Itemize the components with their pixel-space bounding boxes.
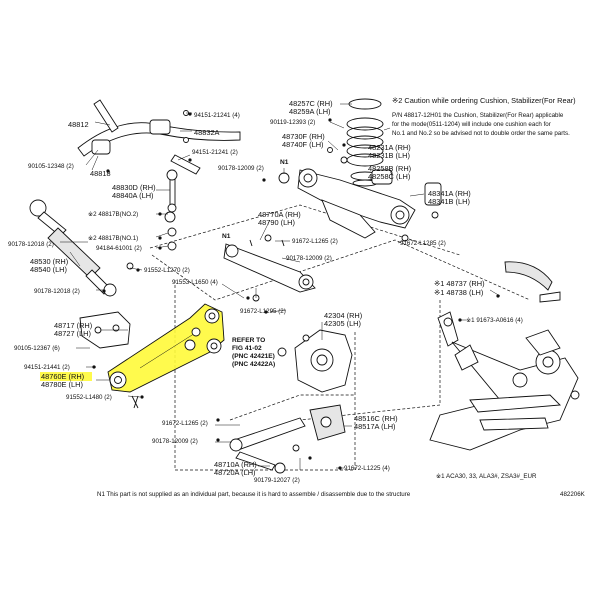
caution-note: ※2 Caution while ordering Cushion, Stabi… <box>392 96 576 137</box>
label-refer-2: FIG 41-02 <box>232 345 262 352</box>
label-48341a: 48341A (RH) <box>428 189 471 198</box>
label-48780e: 48780E (LH) <box>41 380 83 389</box>
part-labels: 48812 94151-21241 (4) 48832A 94151-21241… <box>8 99 537 484</box>
label-48840a: 48840A (LH) <box>112 191 154 200</box>
label-90105-12367: 90105-12367 (6) <box>14 345 60 352</box>
label-48760e: 48760E (RH) <box>41 372 84 381</box>
label-91672-l1265-b: 91672-L1265 (2) <box>162 420 208 427</box>
upper-arm-48730f <box>278 147 416 239</box>
label-48737: ※1 48737 (RH) <box>434 279 485 288</box>
fasteners <box>92 112 500 470</box>
label-48720a: 48720A (LH) <box>214 468 256 477</box>
caution-line-3: No.1 and No.2 so be advised not to doubl… <box>392 130 570 137</box>
label-48341b: 48341B (LH) <box>428 197 470 206</box>
label-91672-l1265-a: 91672-L1265 (2) <box>292 238 338 245</box>
lower-control-arm-48760e <box>107 303 225 409</box>
label-48817b-no1: ※2 48817B(NO.1) <box>88 235 138 242</box>
label-90178-12009-a: 90178-12009 (2) <box>218 165 264 172</box>
label-91672-l1225: 91672-L1225 (4) <box>344 465 390 472</box>
label-91552-l1270: 91552-L1270 (2) <box>144 267 190 274</box>
label-refer-3: (PNC 42421E) <box>232 353 275 360</box>
label-48727: 48727 (LH) <box>54 329 91 338</box>
label-90105-12348: 90105-12348 (2) <box>28 163 74 170</box>
label-n1-b: N1 <box>222 233 231 240</box>
rear-assembly-overview <box>429 311 580 451</box>
label-91673-a0616: ※1 91673-A0616 (4) <box>466 317 523 324</box>
bushings-48258 <box>371 169 442 242</box>
label-90178-12009-b: 90178-12009 (2) <box>286 255 332 262</box>
label-94151-21441: 94151-21441 (2) <box>24 364 70 371</box>
assembly-frames <box>149 204 531 471</box>
label-48258c: 48258C (LH) <box>368 172 410 181</box>
shock-absorber <box>29 199 134 297</box>
label-48740f: 48740F (LH) <box>282 140 324 149</box>
label-94151-21241-2: 94151-21241 (2) <box>192 149 238 156</box>
label-90178-12018-b: 90178-12018 (2) <box>34 288 80 295</box>
label-48730f: 48730F (RH) <box>282 132 325 141</box>
label-48830d: 48830D (RH) <box>112 183 156 192</box>
label-48832a: 48832A <box>194 128 220 137</box>
label-48812: 48812 <box>68 120 89 129</box>
footer: N1 This part is not supplied as an indiv… <box>97 491 586 498</box>
label-48540: 48540 (LH) <box>30 265 67 274</box>
caution-title: ※2 Caution while ordering Cushion, Stabi… <box>392 96 576 105</box>
label-refer-1: REFER TO <box>232 337 265 344</box>
label-48231b: 48231B (LH) <box>368 151 410 160</box>
label-91672-l1295: 91672-L1295 (2) <box>240 308 286 315</box>
label-48790: 48790 (LH) <box>258 218 295 227</box>
caution-line-1: P/N 48817-12H01 the Cushion, Stabilizer(… <box>392 112 564 119</box>
label-48717: 48717 (RH) <box>54 321 92 330</box>
label-90179-12027: 90179-12027 (2) <box>254 477 300 484</box>
caution-line-2: for the mode(0511-1204) will include one… <box>392 121 551 128</box>
label-42304: 42304 (RH) <box>324 311 362 320</box>
stabilizer-bar <box>77 99 241 175</box>
highlight-48760e <box>40 372 92 381</box>
label-91672-l1285: 91672-L1285 (2) <box>400 240 446 247</box>
label-48259a: 48259A (LH) <box>289 107 331 116</box>
footer-note: N1 This part is not supplied as an indiv… <box>97 491 411 498</box>
label-48817b-no2: ※2 48817B(NO.2) <box>88 211 138 218</box>
label-94151-21241-4: 94151-21241 (4) <box>194 112 240 119</box>
label-refer-4: (PNC 42422A) <box>232 361 275 368</box>
label-n1-a: N1 <box>280 159 289 166</box>
adjust-arm-48710a <box>229 417 306 474</box>
label-48818: 48818 <box>90 169 111 178</box>
label-48530: 48530 (RH) <box>30 257 68 266</box>
label-model-note: ※1 ACA30, 33, ALA3#, ZSA3#_EUR <box>436 473 537 480</box>
label-48738: ※1 48738 (LH) <box>434 288 483 297</box>
mudguard-48737 <box>504 261 561 303</box>
label-48710a: 48710A (RH) <box>214 460 257 469</box>
label-90178-12009-c: 90178-12009 (2) <box>152 438 198 445</box>
label-48257c: 48257C (RH) <box>289 99 333 108</box>
label-91553-l1650: 91553-L1650 (4) <box>172 279 218 286</box>
label-48517a: 48517A (LH) <box>354 422 396 431</box>
label-90119-12393: 90119-12393 (2) <box>270 119 315 126</box>
label-48516c: 48516C (RH) <box>354 414 398 423</box>
label-42305: 42305 (LH) <box>324 319 361 328</box>
stabilizer-link <box>164 169 178 251</box>
diagram-code: 482206K <box>560 491 586 498</box>
label-48231a: 48231A (RH) <box>368 143 411 152</box>
label-48770a: 48770A (RH) <box>258 210 301 219</box>
label-91552-l1480: 91552-L1480 (2) <box>66 394 112 401</box>
knuckle-42304 <box>277 329 353 393</box>
label-90178-12018-a: 90178-12018 (2) <box>8 241 54 248</box>
label-48258b: 48258B (RH) <box>368 164 411 173</box>
arm-48770a <box>223 234 316 302</box>
bushing-48516c <box>309 404 346 441</box>
label-94184-61001: 94184-61001 (2) <box>96 245 142 252</box>
leader-lines <box>60 103 501 470</box>
